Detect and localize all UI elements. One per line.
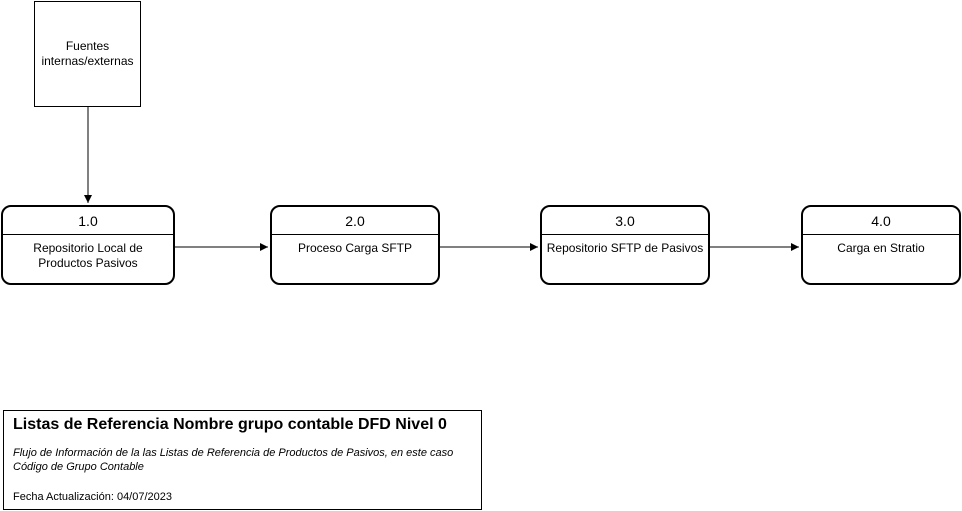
legend-description: Flujo de Información de la las Listas de… bbox=[13, 447, 454, 473]
process-2-name: Proceso Carga SFTP bbox=[297, 241, 413, 255]
process-1-name: Repositorio Local de Productos Pasivos bbox=[33, 241, 143, 270]
process-3-id: 3.0 bbox=[542, 207, 708, 235]
process-2: 2.0 Proceso Carga SFTP bbox=[270, 205, 440, 285]
process-4-name: Carga en Stratio bbox=[837, 241, 925, 255]
diagram-legend: Listas de Referencia Nombre grupo contab… bbox=[3, 410, 482, 510]
process-2-id: 2.0 bbox=[272, 207, 438, 235]
process-4: 4.0 Carga en Stratio bbox=[801, 205, 961, 285]
process-3-name: Repositorio SFTP de Pasivos bbox=[546, 241, 704, 255]
external-entity-sources: Fuentes internas/externas bbox=[34, 1, 141, 107]
process-4-id: 4.0 bbox=[803, 207, 959, 235]
legend-title: Listas de Referencia Nombre grupo contab… bbox=[13, 416, 447, 433]
external-entity-label: Fuentes internas/externas bbox=[41, 39, 134, 68]
legend-updated-date: Fecha Actualización: 04/07/2023 bbox=[13, 491, 173, 503]
process-3: 3.0 Repositorio SFTP de Pasivos bbox=[540, 205, 710, 285]
process-1: 1.0 Repositorio Local de Productos Pasiv… bbox=[1, 205, 175, 285]
process-1-id: 1.0 bbox=[3, 207, 173, 235]
